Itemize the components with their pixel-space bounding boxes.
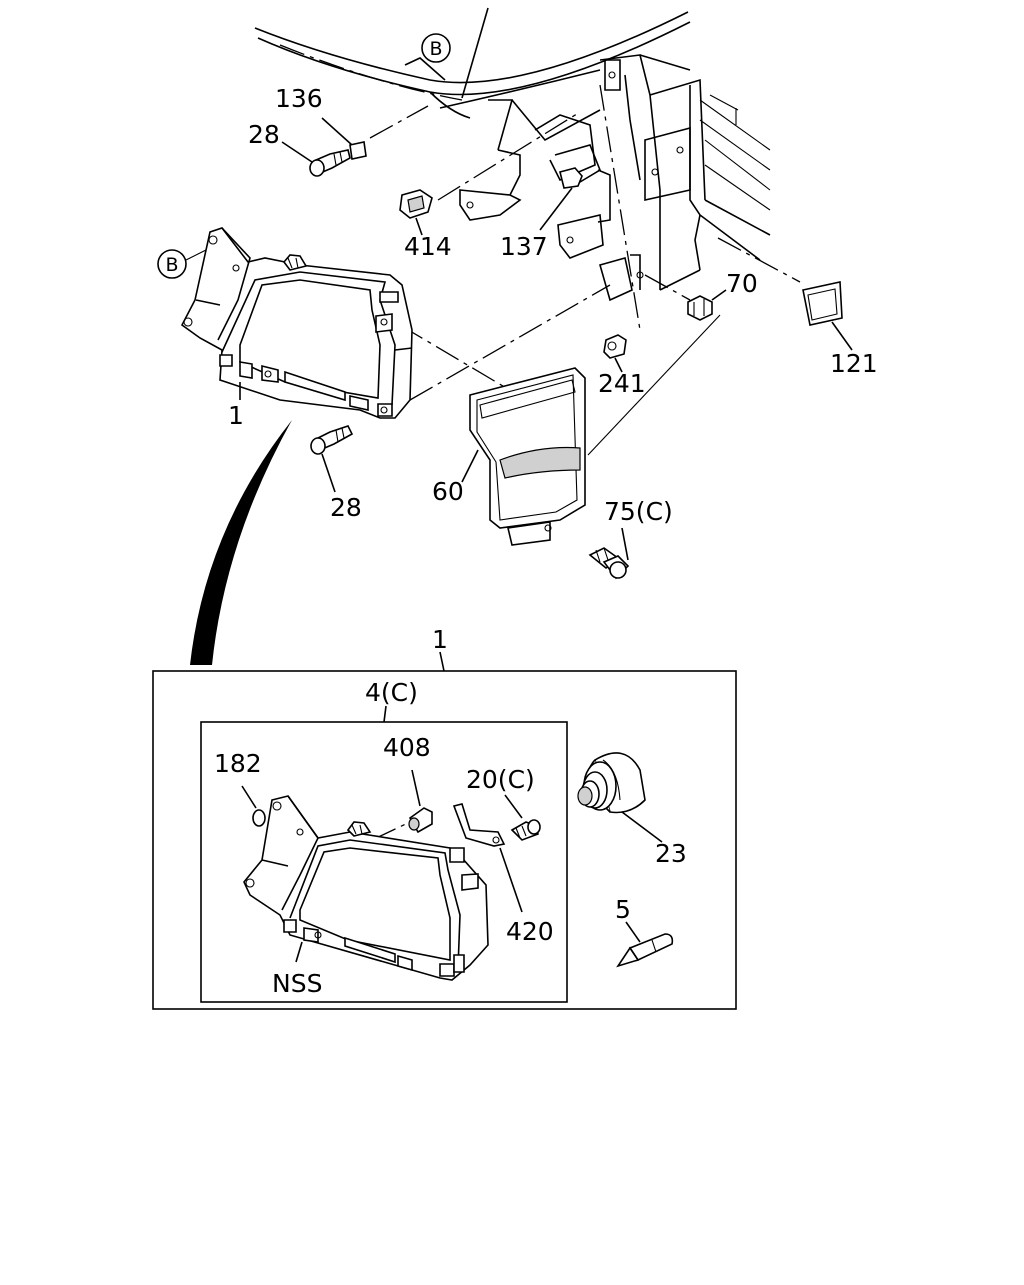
label-1-upper: 1 (228, 401, 244, 430)
bolt-28-top (309, 149, 351, 177)
label-241: 241 (598, 369, 646, 398)
bracket-420 (452, 803, 506, 847)
callout-b-left: B (157, 247, 211, 279)
washer-136 (349, 141, 367, 160)
label-70: 70 (726, 269, 758, 298)
detail-box-outer (152, 670, 737, 1010)
label-28-top: 28 (248, 120, 280, 149)
label-nss: NSS (272, 969, 322, 998)
grommet-241 (603, 334, 627, 359)
bulb-socket-23 (577, 752, 646, 814)
label-20-c: 20(C) (466, 765, 535, 794)
label-408: 408 (383, 733, 431, 762)
bulb-5 (616, 933, 674, 968)
callout-b-top: B (404, 33, 451, 81)
socket-408 (408, 807, 433, 834)
nut-70 (687, 295, 713, 321)
screw-20 (510, 819, 541, 841)
label-23: 23 (655, 839, 687, 868)
detail-box-inner (200, 721, 568, 1003)
lamp-cover-60 (469, 367, 586, 546)
label-5: 5 (615, 895, 631, 924)
ring-182 (252, 809, 266, 827)
svg-text:B: B (429, 38, 442, 60)
label-60: 60 (432, 477, 464, 506)
label-4-c: 4(C) (365, 678, 418, 707)
headlamp-assembly-detail (243, 795, 489, 981)
seal-121 (802, 281, 843, 326)
label-28-lower: 28 (330, 493, 362, 522)
clip-137 (559, 167, 583, 189)
clip-414 (399, 189, 433, 219)
label-137: 137 (500, 232, 548, 261)
label-1-detail: 1 (432, 625, 448, 654)
label-414: 414 (404, 232, 452, 261)
cab-body-panel (254, 7, 771, 302)
label-420: 420 (506, 917, 554, 946)
screw-75 (588, 547, 630, 580)
svg-text:B: B (165, 254, 178, 276)
detail-pointer-arrow (190, 420, 292, 665)
bolt-28-lower (310, 425, 354, 455)
label-121: 121 (830, 349, 878, 378)
label-75-c: 75(C) (604, 497, 673, 526)
label-136: 136 (275, 84, 323, 113)
label-182: 182 (214, 749, 262, 778)
headlamp-assembly-upper (180, 227, 413, 419)
